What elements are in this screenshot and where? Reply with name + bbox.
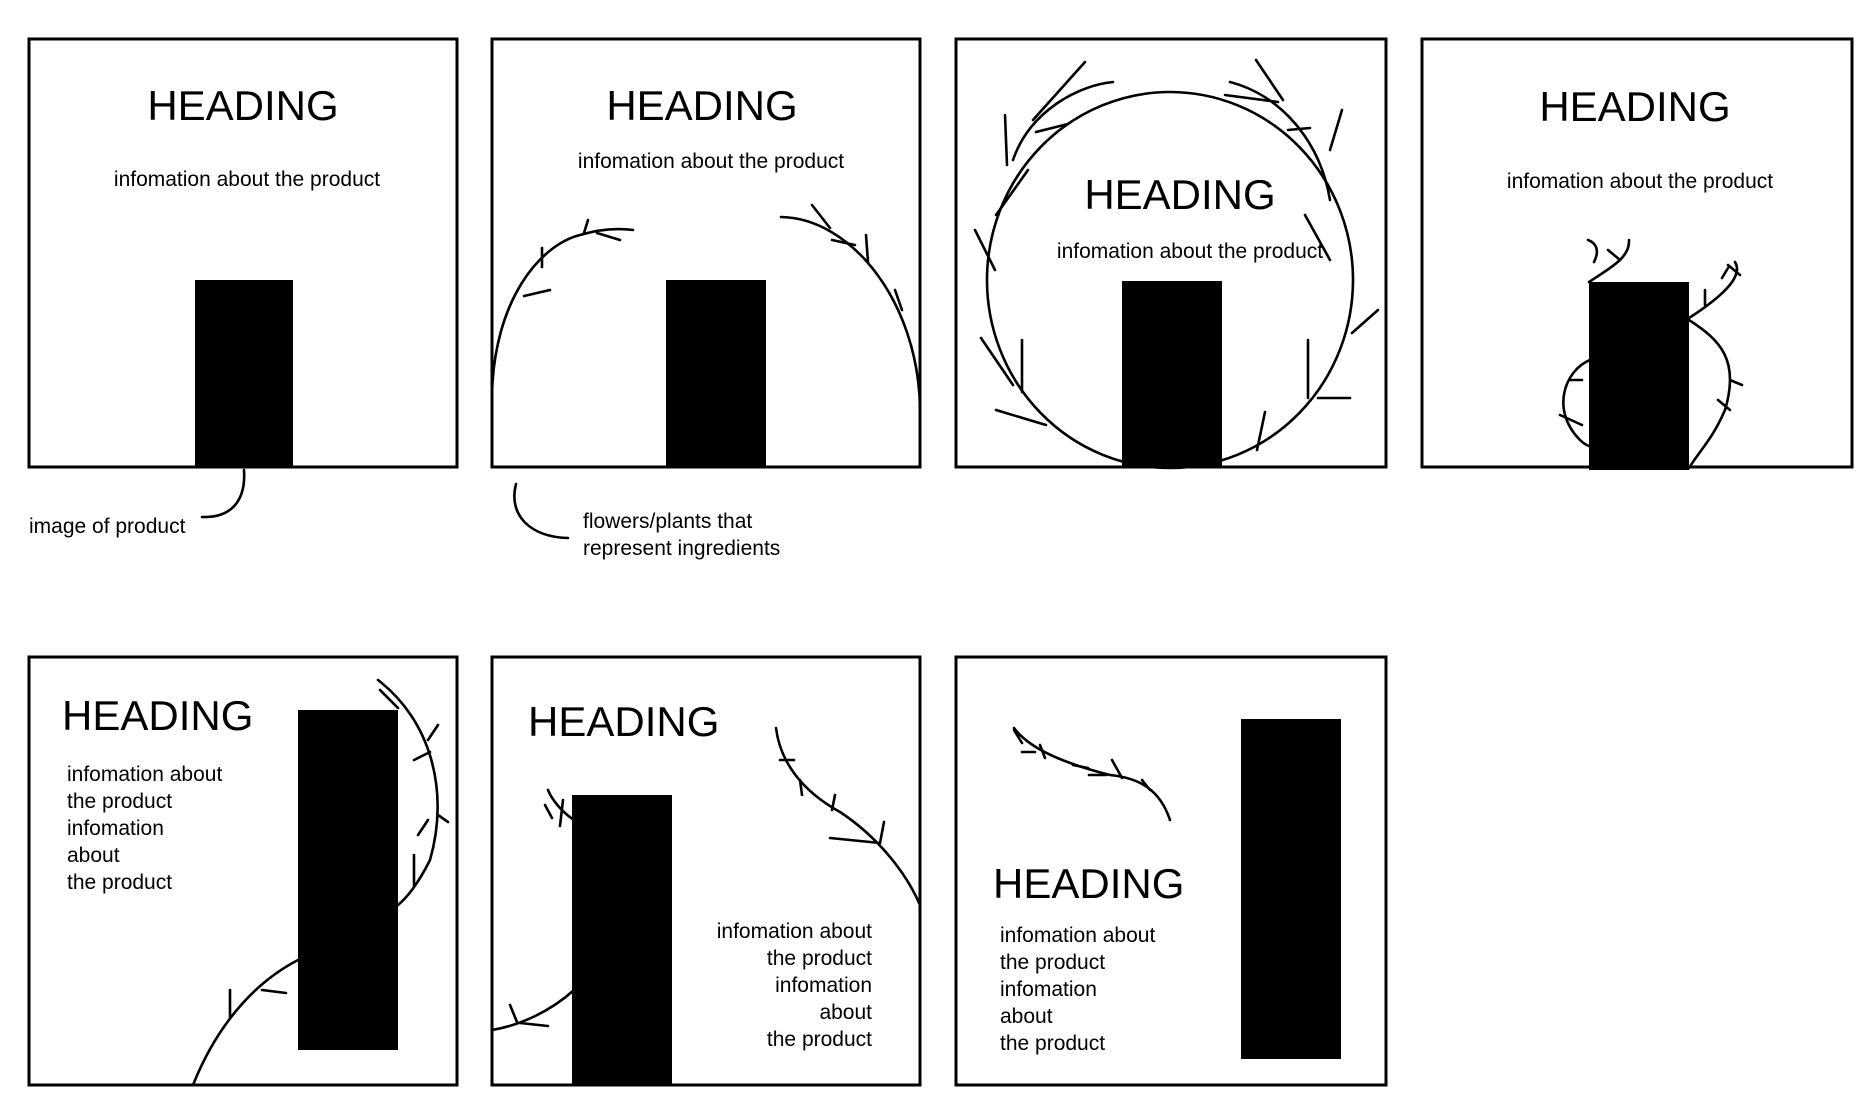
- panel-info-text: infomation about the product: [114, 168, 380, 191]
- info-line: the product: [767, 1028, 872, 1051]
- callout-image-of-product: image of product: [29, 515, 186, 538]
- info-line: infomation about: [717, 920, 872, 943]
- panel-heading: HEADING: [1539, 83, 1730, 130]
- product-image-placeholder: [1589, 282, 1689, 470]
- panel-info-block: infomation about the product infomation …: [67, 763, 222, 894]
- callout-line: [200, 468, 246, 519]
- info-line: infomation about: [1000, 924, 1155, 947]
- layout-panel-1: HEADING infomation about the product: [27, 37, 459, 469]
- layout-panel-4: HEADING infomation about the product: [1420, 37, 1854, 470]
- info-line: the product: [767, 947, 872, 970]
- panel-heading: HEADING: [993, 860, 1184, 907]
- product-image-placeholder: [572, 795, 672, 1085]
- info-line: the product: [67, 871, 172, 894]
- panel-heading: HEADING: [1084, 171, 1275, 218]
- panel-info-text: infomation about the product: [578, 150, 844, 173]
- plant-vine: [1012, 726, 1172, 822]
- layout-panel-7: HEADING infomation about the product inf…: [954, 655, 1388, 1087]
- panel-heading: HEADING: [147, 82, 338, 129]
- plant-vine: [973, 58, 1380, 452]
- callout-flowers-line1: flowers/plants that: [583, 510, 752, 533]
- info-line: infomation: [67, 817, 164, 840]
- info-line: the product: [67, 790, 172, 813]
- layout-panel-6: HEADING infomation about the product inf…: [490, 655, 922, 1087]
- panel-info-block: infomation about the product infomation …: [1000, 924, 1155, 1055]
- panel-info-text: infomation about the product: [1057, 240, 1323, 263]
- product-image-placeholder: [1241, 719, 1341, 1059]
- plant-vine: [191, 678, 450, 1087]
- info-line: infomation: [1000, 978, 1097, 1001]
- layout-panel-2: HEADING infomation about the product: [490, 37, 922, 469]
- plant-vine: [1558, 238, 1744, 470]
- info-line: about: [819, 1001, 872, 1024]
- info-line: infomation about: [67, 763, 222, 786]
- product-image-placeholder: [1122, 281, 1222, 468]
- layout-panel-3: HEADING infomation about the product: [954, 37, 1388, 470]
- info-line: about: [67, 844, 120, 867]
- plant-vine: [490, 203, 922, 410]
- callout-flowers-line2: represent ingredients: [583, 537, 780, 560]
- plant-vine: [490, 726, 922, 1032]
- panel-heading: HEADING: [606, 82, 797, 129]
- info-line: about: [1000, 1005, 1053, 1028]
- product-image-placeholder: [195, 280, 293, 468]
- product-image-placeholder: [298, 710, 398, 1050]
- panel-heading: HEADING: [62, 692, 253, 739]
- info-line: the product: [1000, 951, 1105, 974]
- info-line: infomation: [775, 974, 872, 997]
- info-line: the product: [1000, 1032, 1105, 1055]
- callout-line: [513, 482, 570, 540]
- layout-panel-5: HEADING infomation about the product inf…: [27, 655, 459, 1087]
- panel-heading: HEADING: [528, 698, 719, 745]
- panel-info-block: infomation about the product infomation …: [717, 920, 872, 1051]
- panel-frame: [490, 655, 922, 1087]
- panel-info-text: infomation about the product: [1507, 170, 1773, 193]
- product-image-placeholder: [666, 280, 766, 468]
